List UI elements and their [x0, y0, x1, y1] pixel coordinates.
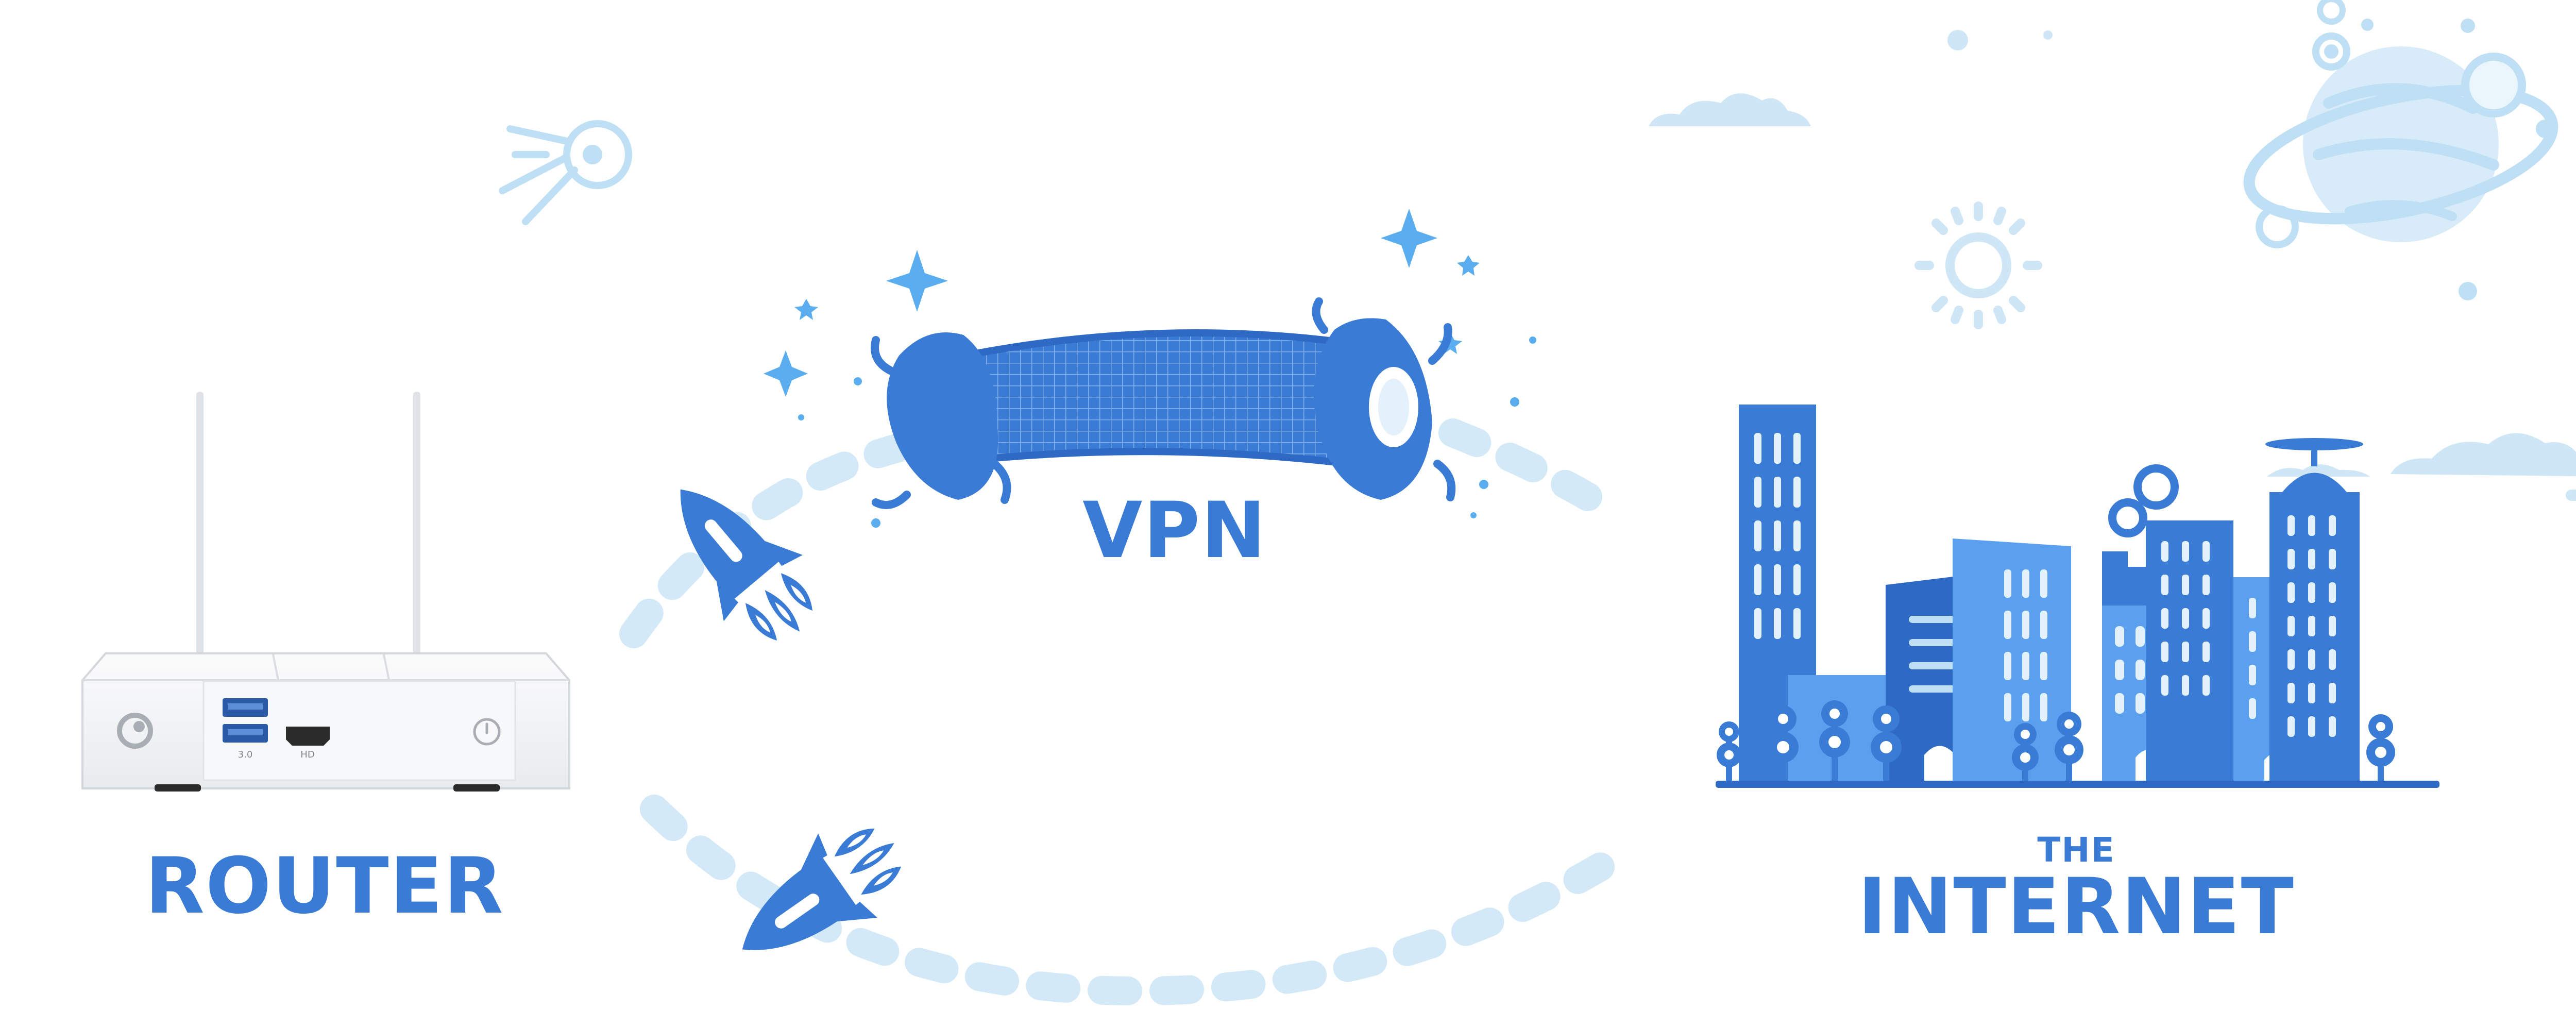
- vpn-label: VPN: [1082, 486, 1267, 576]
- cloud-icon: [1649, 93, 1811, 126]
- sparkle-icon: [764, 209, 1536, 528]
- router-antenna: [196, 392, 204, 657]
- usb-label: 3.0: [238, 749, 253, 760]
- hdmi-label: HD: [300, 749, 314, 760]
- rocket-icon: [680, 489, 812, 641]
- internet-label: INTERNET: [1858, 862, 2295, 952]
- planet-icon: [2243, 0, 2558, 300]
- wormhole-icon: [871, 297, 1456, 509]
- city-icon: [1716, 405, 2439, 788]
- usb-port-icon: [223, 698, 268, 743]
- internet-label-prefix: THE: [2037, 830, 2115, 870]
- dot-decoration: [1947, 30, 1968, 50]
- router-icon: 3.0 HD: [81, 392, 570, 792]
- cloud-icon: [2391, 433, 2576, 477]
- router-label: ROUTER: [145, 841, 504, 931]
- cloud-icon: [2267, 464, 2370, 477]
- cloud-icon: [2566, 490, 2576, 501]
- satellite-icon: [499, 120, 632, 225]
- hdmi-port-icon: [286, 727, 330, 746]
- router-antenna: [413, 392, 420, 657]
- dot-decoration: [2043, 30, 2053, 40]
- sun-icon: [1914, 201, 2042, 329]
- router-logo: [117, 713, 153, 749]
- rocket-icon: [742, 828, 902, 950]
- power-icon: [473, 718, 501, 746]
